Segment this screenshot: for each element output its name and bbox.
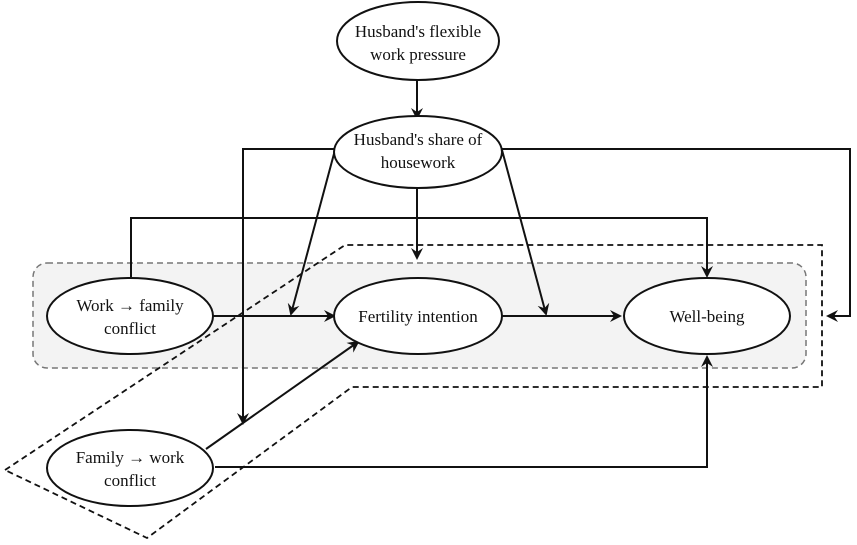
edge-housework-to-wfc-fertility-path	[287, 149, 336, 316]
node-label: housework	[381, 153, 456, 172]
edge-housework-to-region-right	[502, 148, 851, 322]
edge-housework-to-fwc-path	[237, 148, 334, 425]
node-housework: Husband's share of housework	[333, 115, 503, 189]
node-wellbeing: Well-being	[623, 277, 791, 355]
moderation-region-outline	[3, 244, 823, 540]
node-label: Family → work	[76, 448, 185, 467]
node-label: Husband's flexible	[355, 22, 481, 41]
node-label: conflict	[104, 319, 156, 338]
node-flex-pressure: Husband's flexible work pressure	[336, 1, 500, 81]
edge-fwc-to-wellbeing	[215, 355, 713, 468]
node-wfc: Work → family conflict	[46, 277, 214, 355]
node-label: Husband's share of	[354, 130, 483, 149]
edge-fwc-to-fertility	[205, 340, 360, 450]
edge-wfc-to-wellbeing	[130, 217, 713, 278]
node-label: Well-being	[669, 307, 745, 326]
edge-housework-to-fertility-wellbeing-path	[501, 149, 550, 316]
node-fertility: Fertility intention	[333, 277, 503, 355]
node-label: work pressure	[370, 45, 466, 64]
node-fwc: Family → work conflict	[46, 429, 214, 507]
node-label: conflict	[104, 471, 156, 490]
node-label: Fertility intention	[358, 307, 478, 326]
node-label: Work → family	[76, 296, 184, 315]
